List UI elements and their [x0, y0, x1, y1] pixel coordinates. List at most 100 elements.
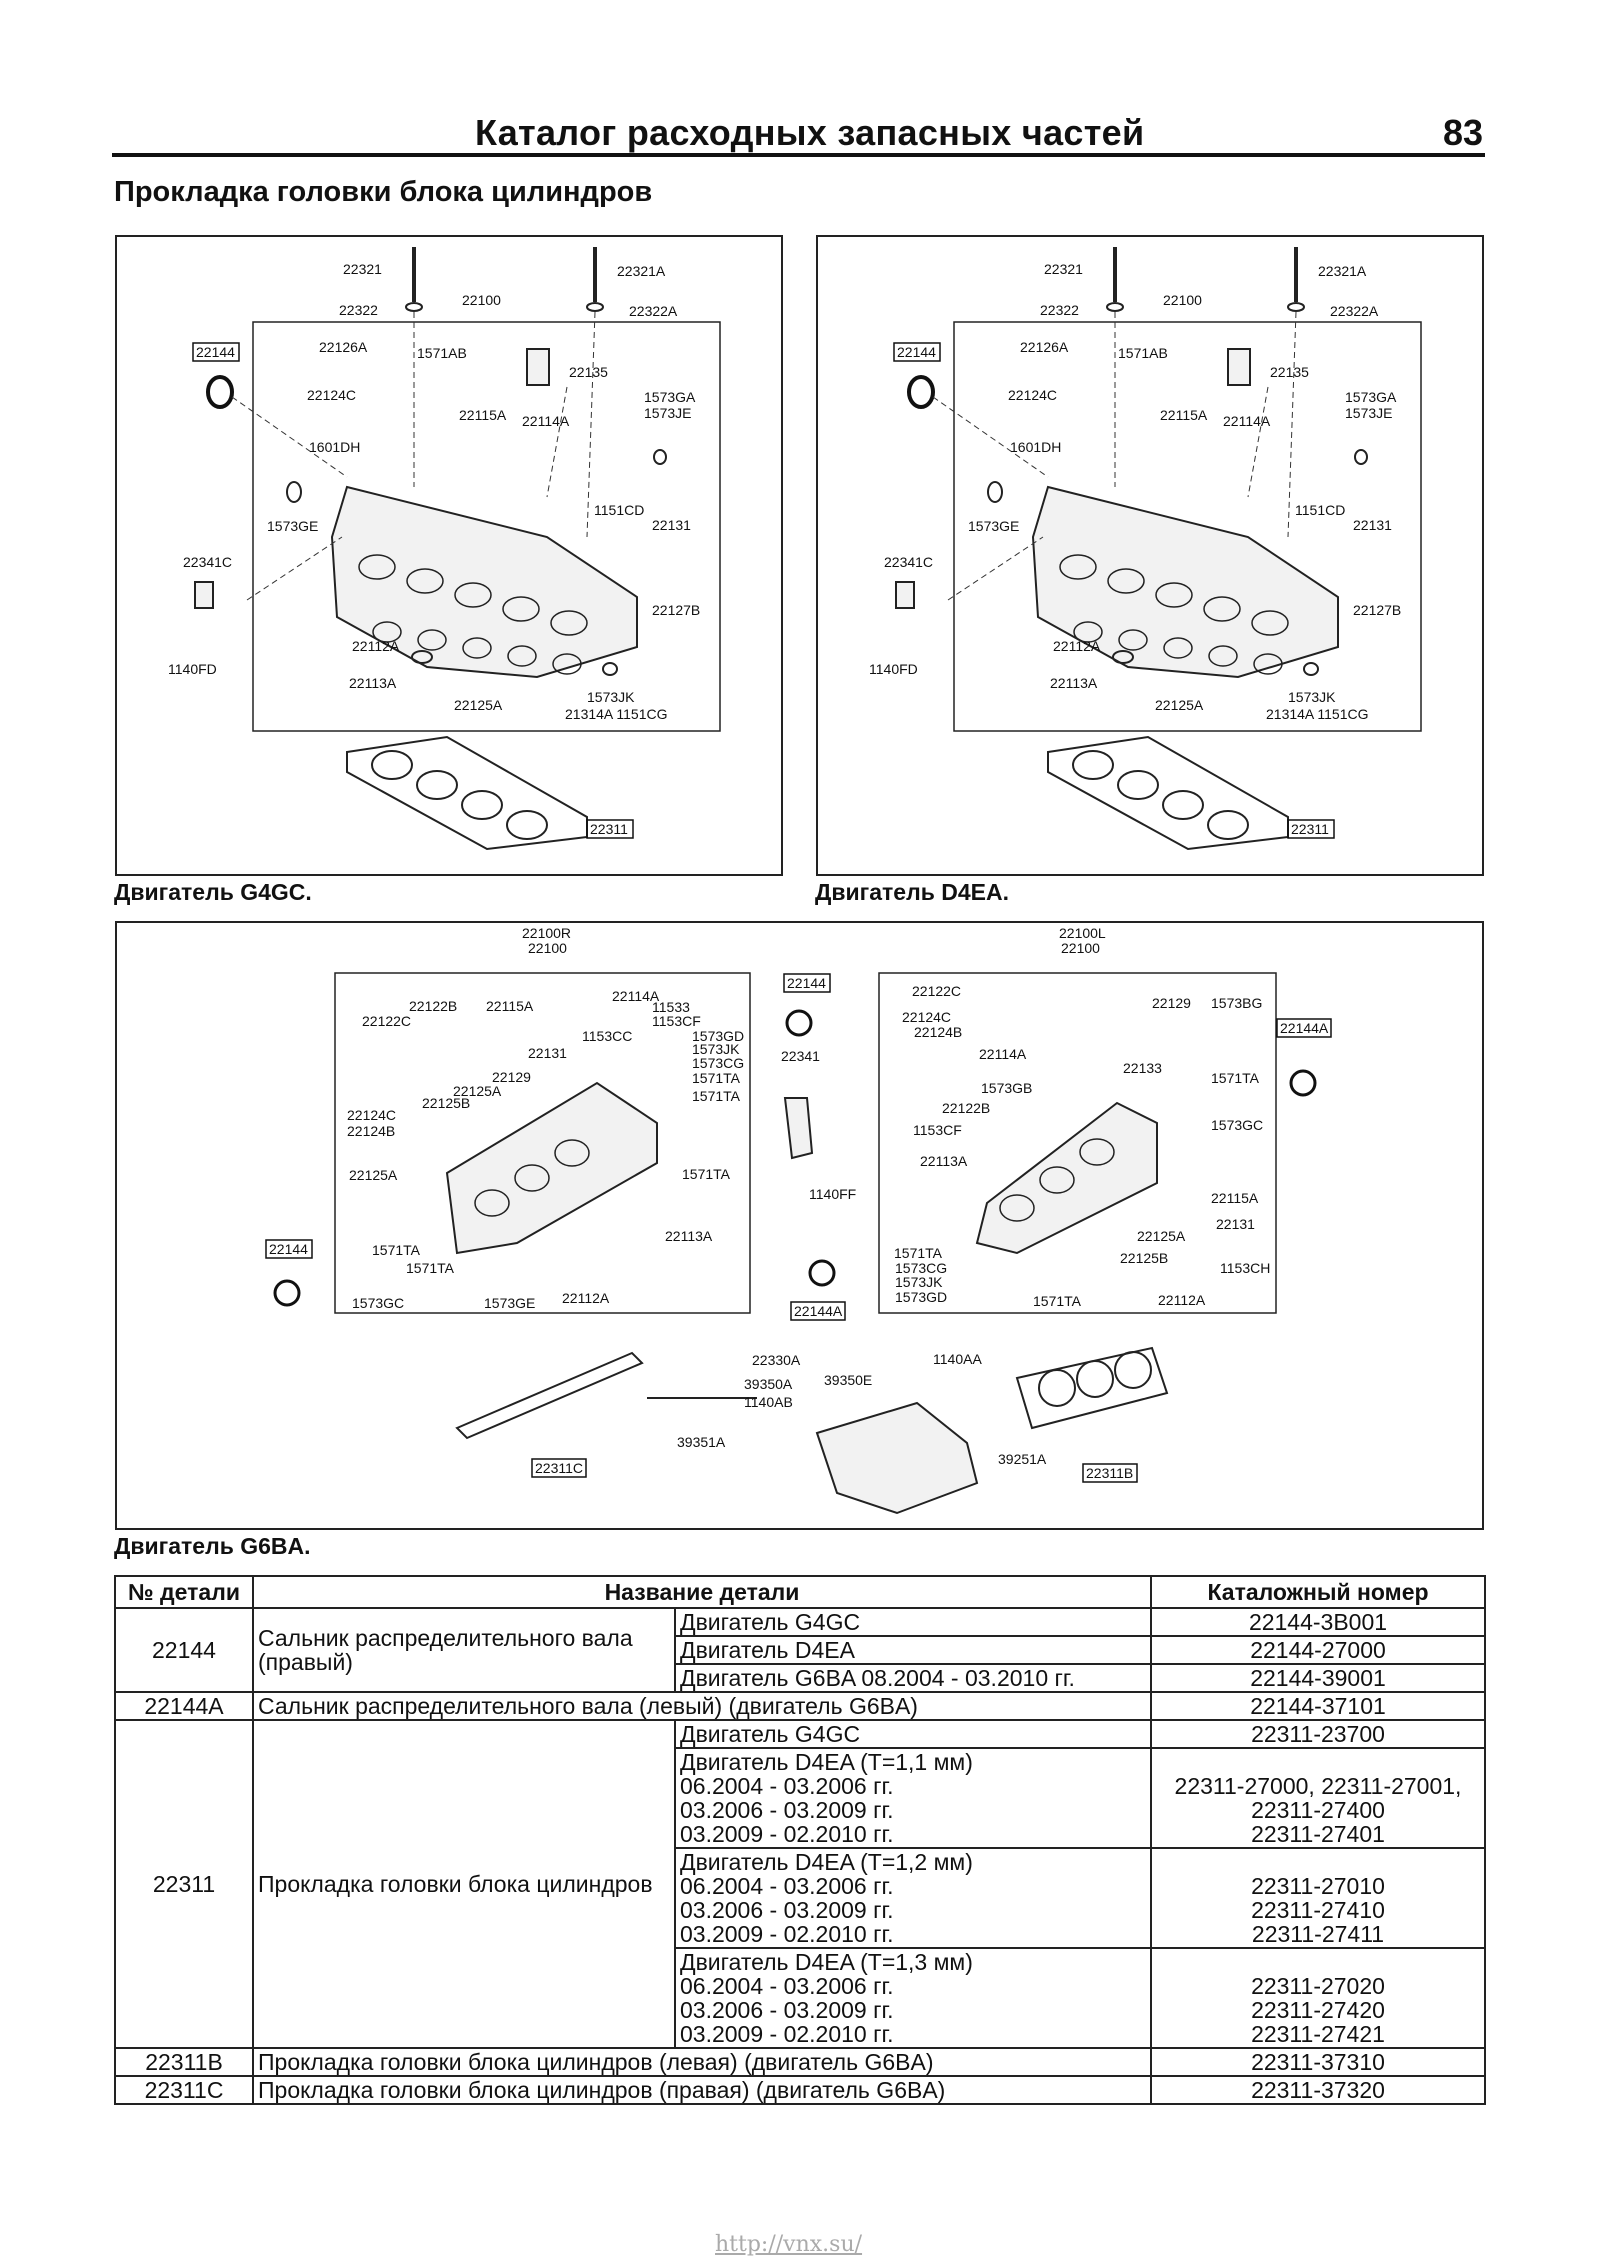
port-opening	[1253, 653, 1283, 675]
leader-line	[1247, 386, 1269, 498]
plug	[1354, 449, 1368, 465]
assembly-frame	[953, 321, 1422, 732]
catalog-number: 22311-27020 22311-27420 22311-27421	[1150, 1947, 1486, 2049]
callout-label: 1140FD	[168, 661, 217, 677]
table-row: Двигатель D4EA (Т=1,3 мм) 06.2004 - 03.2…	[115, 1947, 1486, 2049]
camshaft-seal	[1289, 1069, 1317, 1097]
callout-label: 22135	[569, 364, 608, 380]
part-number: 22144A	[114, 1691, 254, 1721]
callout-label: 22341C	[884, 554, 933, 570]
callout-label: 22114A	[522, 413, 570, 429]
callout-label: 22115A	[1160, 407, 1208, 423]
callout-label: 22124C	[1008, 387, 1057, 403]
callout-label: 1573JE	[1345, 405, 1392, 421]
catalog-number: 22144-39001	[1150, 1663, 1486, 1693]
callout-label: 1573CG	[895, 1260, 947, 1276]
table-row: Двигатель D4EA (Т=1,2 мм) 06.2004 - 03.2…	[115, 1847, 1486, 1949]
callout-label: 22124C	[902, 1009, 951, 1025]
callout-label: 22125B	[1120, 1250, 1168, 1266]
callout-label: 22131	[652, 517, 691, 533]
callout-label: 22135	[1270, 364, 1309, 380]
callout-label: 22131	[528, 1045, 567, 1061]
callout-label: 22131	[1216, 1216, 1255, 1232]
camshaft-seal	[808, 1259, 836, 1287]
port-opening	[552, 653, 582, 675]
callout-box	[265, 1239, 313, 1259]
callout-label: 1573JE	[644, 405, 691, 421]
plug	[653, 449, 667, 465]
callout-box	[1082, 1463, 1138, 1483]
port-opening	[1163, 637, 1193, 659]
callout-label: 1573GC	[1211, 1117, 1263, 1133]
callout-label: 22100	[462, 292, 501, 308]
catalog-number: 22144-3B001	[1150, 1607, 1486, 1637]
callout-label: 22133	[1123, 1060, 1162, 1076]
head-gasket-right	[455, 1351, 644, 1440]
callout-label: 1573GB	[981, 1080, 1032, 1096]
callout-label: 1571TA	[692, 1070, 741, 1086]
part-variant: Двигатель D4EA (Т=1,2 мм) 06.2004 - 03.2…	[674, 1847, 1152, 1949]
callout-label: 22124B	[914, 1024, 962, 1040]
port-opening	[514, 1164, 550, 1192]
callout-label: 22321	[343, 261, 382, 277]
header-rule	[112, 153, 1485, 157]
callout-label: 22126A	[319, 339, 368, 355]
callout-label: 1140AA	[933, 1351, 982, 1367]
callout-label: 1573GD	[895, 1289, 947, 1305]
callout-label: 22113A	[1050, 675, 1098, 691]
port-opening	[462, 637, 492, 659]
callout-label: 22112A	[562, 1290, 610, 1306]
gasket-bore	[371, 750, 413, 780]
callout-label: 21314A 1151CG	[565, 706, 668, 722]
callout-label: 1571TA	[692, 1088, 741, 1104]
callout-label: 22311B	[1086, 1465, 1133, 1481]
callout-label: 22100L	[1059, 925, 1106, 941]
port-opening	[372, 621, 402, 643]
callout-label: 22114A	[612, 988, 660, 1004]
cam-journal	[502, 596, 540, 622]
port-opening	[1039, 1166, 1075, 1194]
cam-journal	[1251, 610, 1289, 636]
callout-label: 22321A	[1318, 263, 1367, 279]
part-variant: Двигатель G4GC	[674, 1607, 1152, 1637]
catalog-number: 22144-27000	[1150, 1635, 1486, 1665]
callout-label: 22122C	[362, 1013, 411, 1029]
plug	[602, 662, 618, 676]
part-variant: Двигатель G4GC	[674, 1719, 1152, 1749]
catalog-number: 22311-37320	[1150, 2075, 1486, 2105]
leader-line	[586, 311, 596, 538]
gasket-bore	[506, 810, 548, 840]
gasket-bore	[1072, 750, 1114, 780]
port-opening	[507, 645, 537, 667]
gasket-bore	[1117, 770, 1159, 800]
catalog-number: 22311-27000, 22311-27001, 22311-27400 22…	[1150, 1747, 1486, 1849]
callout-label: 22125A	[1155, 697, 1204, 713]
callout-label: 1571TA	[406, 1260, 455, 1276]
callout-box	[586, 819, 634, 839]
parts-table: № детали Название детали Каталожный номе…	[114, 1575, 1486, 2105]
callout-label: 22311C	[535, 1460, 583, 1476]
table-row: 22144A Сальник распределительного вала (…	[114, 1691, 1486, 1721]
callout-label: 1571TA	[1211, 1070, 1260, 1086]
callout-label: 22115A	[486, 998, 534, 1014]
callout-label: 22113A	[349, 675, 397, 691]
gasket-bore	[1038, 1369, 1076, 1407]
callout-label: 22100	[528, 940, 567, 956]
cam-journal	[406, 568, 444, 594]
callout-label: 1153CF	[913, 1122, 962, 1138]
callout-box	[1287, 819, 1335, 839]
col-header-number: № детали	[114, 1575, 254, 1609]
section-title: Прокладка головки блока цилиндров	[114, 176, 653, 208]
cylinder-head-body	[330, 485, 638, 679]
catalog-number: 22311-27010 22311-27410 22311-27411	[1150, 1847, 1486, 1949]
callout-label: 22114A	[1223, 413, 1271, 429]
bracket	[783, 1097, 814, 1160]
plug	[1303, 662, 1319, 676]
cam-journal	[1107, 568, 1145, 594]
callout-label: 1573GA	[1345, 389, 1397, 405]
callout-label: 1573CG	[692, 1055, 744, 1071]
gasket-ring	[411, 650, 433, 664]
